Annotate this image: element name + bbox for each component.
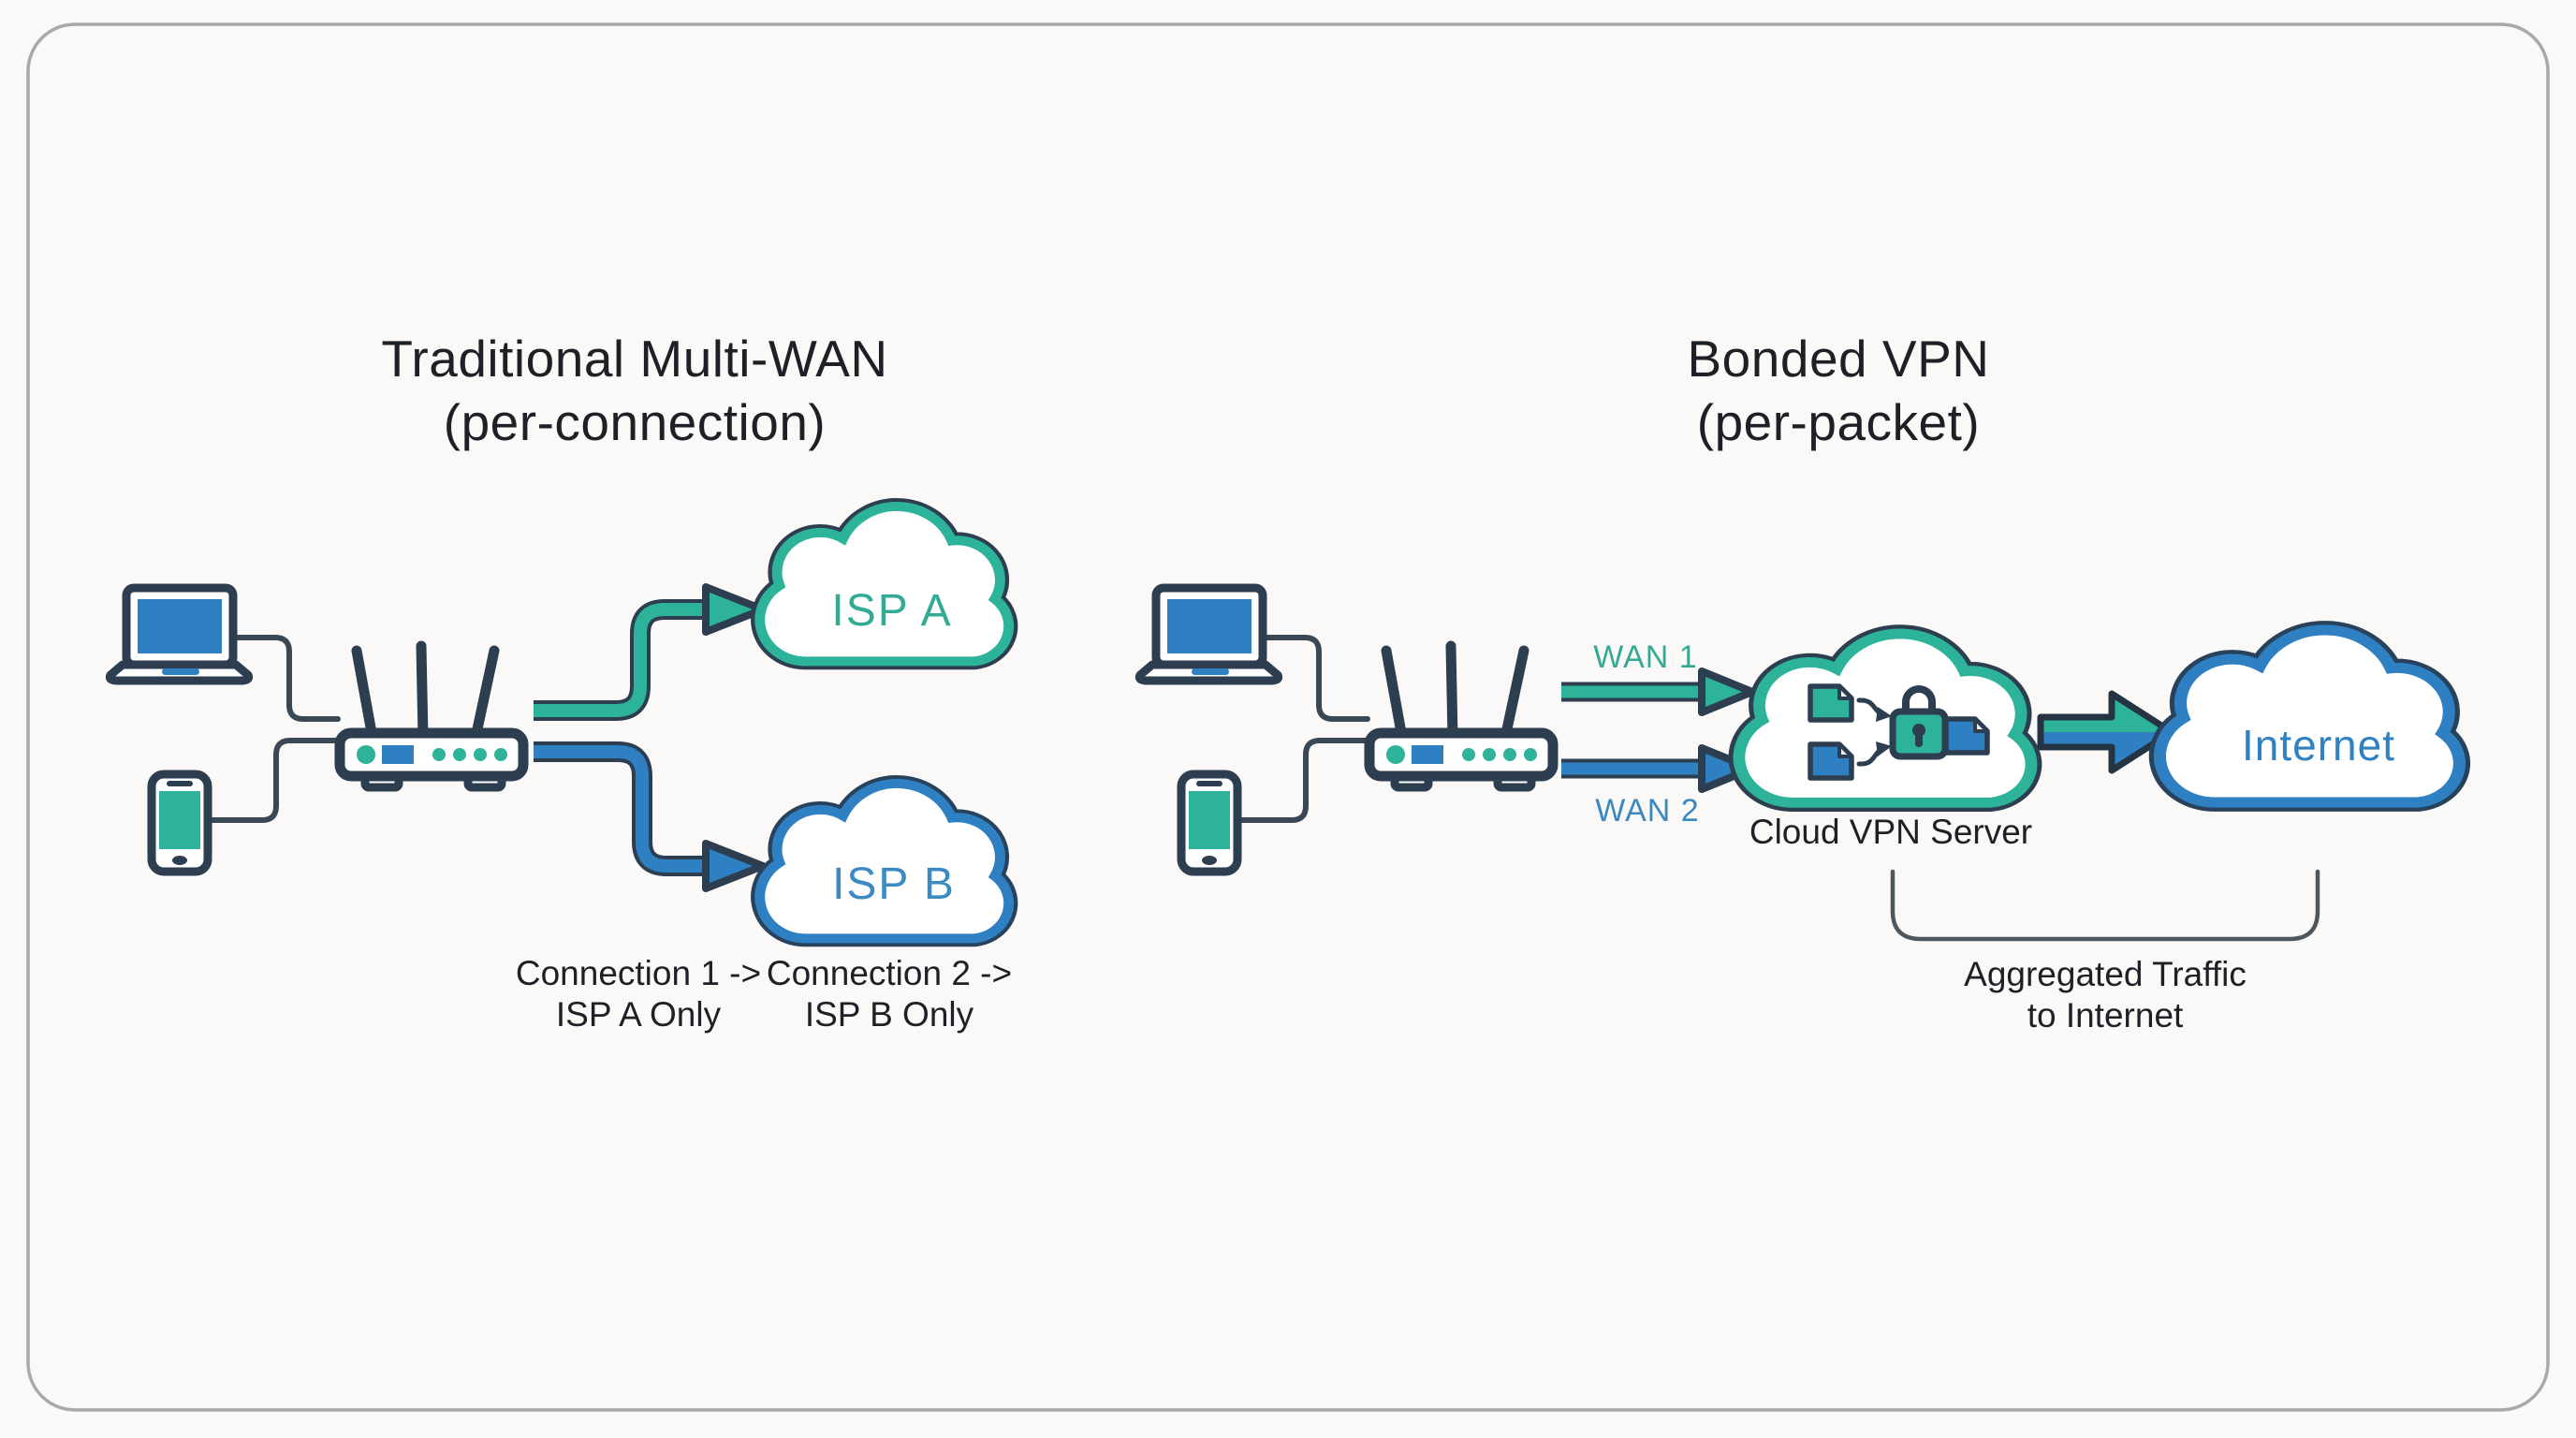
arrow-wan1 bbox=[1561, 668, 1756, 716]
right-diagram: Bonded VPN (per-packet) WAN 1 WAN 2 bbox=[1139, 330, 2459, 1034]
merge-arrowhead-bottom bbox=[1876, 741, 1892, 756]
caption-connection2-line1: Connection 2 -> bbox=[767, 954, 1012, 992]
arrow-connection1 bbox=[534, 583, 767, 721]
isp-a-label: ISP A bbox=[831, 586, 952, 636]
packet-icon-teal bbox=[1810, 686, 1852, 720]
left-title-line2: (per-connection) bbox=[444, 393, 826, 451]
cloud-icon-internet bbox=[2159, 630, 2459, 802]
lan-cluster-left bbox=[110, 588, 523, 872]
frame-border bbox=[26, 22, 2550, 1412]
isp-b-label: ISP B bbox=[832, 859, 956, 909]
arrowhead-wan2 bbox=[1698, 744, 1756, 793]
wan1-label: WAN 1 bbox=[1593, 639, 1697, 675]
aggregated-traffic-line1: Aggregated Traffic bbox=[1964, 955, 2247, 993]
vpn-cloud-label: Cloud VPN Server bbox=[1749, 813, 2032, 851]
lan-cluster-right bbox=[1139, 588, 1553, 872]
merge-arrowhead-top bbox=[1876, 707, 1892, 722]
vpn-cloud-contents bbox=[1810, 686, 1987, 778]
caption-connection2-line2: ISP B Only bbox=[805, 995, 974, 1034]
bonded-traffic-arrow bbox=[2037, 690, 2175, 774]
cloud-icon-isp-a bbox=[760, 506, 1009, 661]
left-title-line1: Traditional Multi-WAN bbox=[381, 330, 887, 388]
packet-icon-blue bbox=[1810, 744, 1852, 778]
aggregation-bracket bbox=[1890, 869, 2320, 942]
arrowhead-blue bbox=[702, 840, 767, 892]
right-title-line1: Bonded VPN bbox=[1688, 330, 1990, 388]
aggregated-traffic-line2: to Internet bbox=[2027, 996, 2184, 1034]
right-title-line2: (per-packet) bbox=[1697, 393, 1980, 451]
arrowhead-wan1 bbox=[1698, 668, 1756, 716]
left-diagram: Traditional Multi-WAN (per-connection) I… bbox=[110, 330, 1012, 1034]
arrow-wan2 bbox=[1561, 744, 1756, 793]
internet-label: Internet bbox=[2242, 721, 2395, 770]
caption-connection1-line1: Connection 1 -> bbox=[516, 954, 761, 992]
caption-connection1-line2: ISP A Only bbox=[556, 995, 722, 1034]
arrowhead-teal bbox=[702, 583, 767, 636]
arrow-connection2 bbox=[534, 741, 767, 892]
packet-icon-blue-out bbox=[1946, 719, 1987, 753]
wan2-label: WAN 2 bbox=[1595, 793, 1699, 829]
